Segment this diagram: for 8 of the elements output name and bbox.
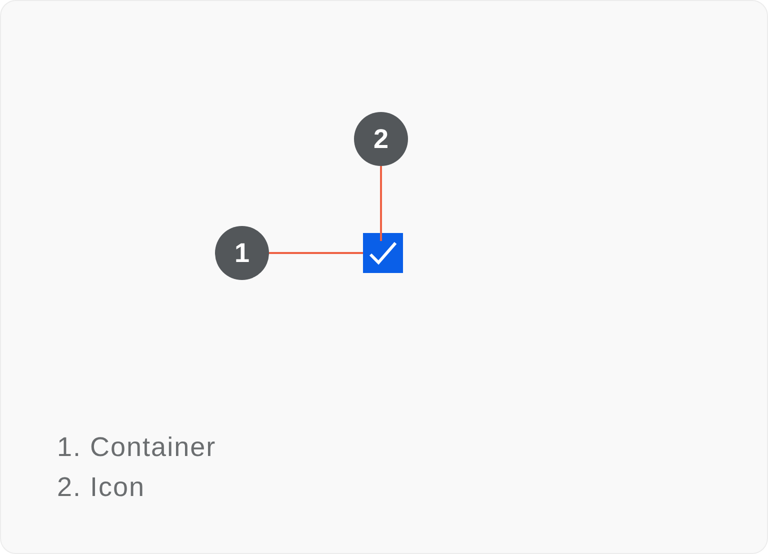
list-item: 2. Icon <box>57 471 146 504</box>
leader-line <box>380 166 382 241</box>
checkmark-icon <box>369 241 397 265</box>
checkbox <box>363 233 403 273</box>
list-item: 1. Container <box>57 431 216 464</box>
callout-number: 2 <box>354 112 408 166</box>
callout-number: 1 <box>215 226 269 280</box>
leader-line <box>269 252 363 254</box>
